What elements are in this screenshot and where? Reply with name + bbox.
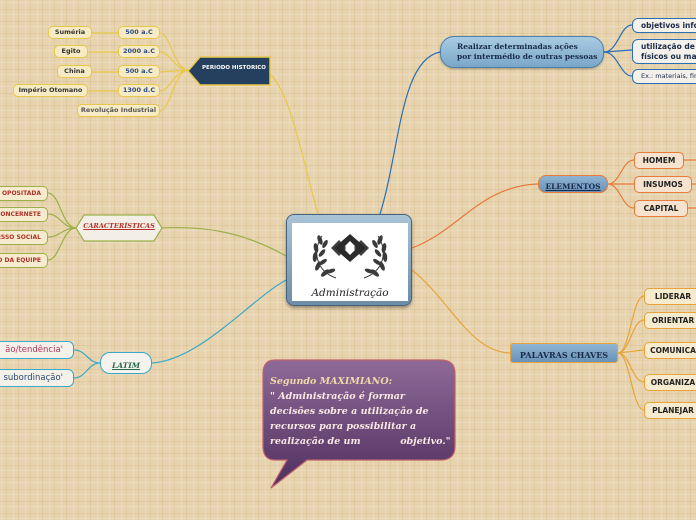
central-topic-label: Administração bbox=[311, 287, 389, 299]
realizar-item-text: físicos ou ma bbox=[641, 52, 696, 61]
palavras-item[interactable]: PLANEJAR bbox=[644, 402, 696, 419]
realizar-item[interactable]: objetivos infor bbox=[632, 18, 696, 33]
latim-item[interactable]: subordinação' bbox=[0, 369, 74, 387]
quote-text: Segundo MAXIMIANO: " Administração é for… bbox=[270, 374, 454, 449]
realizar-title-line: Realizar determinadas ações bbox=[457, 42, 578, 51]
administracao-logo-icon bbox=[312, 234, 388, 279]
palavras-item[interactable]: LIDERAR bbox=[644, 288, 696, 305]
palavras-item[interactable]: ORGANIZA bbox=[644, 374, 696, 391]
caracteristicas-item[interactable]: OPOSITADA bbox=[0, 186, 48, 201]
realizar-item-text: Ex.: materiais, fina bbox=[641, 72, 696, 80]
elementos-item[interactable]: INSUMOS bbox=[634, 176, 692, 193]
palavras-chaves-node[interactable]: PALAVRAS CHAVES bbox=[510, 343, 618, 363]
historico-date[interactable]: 500 a.C bbox=[118, 65, 160, 78]
quote-callout[interactable] bbox=[261, 358, 457, 492]
historico-place[interactable]: Suméria bbox=[48, 26, 92, 39]
historico-date[interactable]: 2000 a.C bbox=[118, 45, 160, 58]
palavras-item[interactable]: COMUNICA bbox=[644, 342, 696, 359]
central-topic-card: Administração bbox=[292, 223, 408, 301]
periodo-historico-label: PERÍODO HISTÓRICO bbox=[202, 65, 266, 71]
historico-date[interactable]: 1300 d.C bbox=[118, 84, 160, 97]
palavras-item[interactable]: ORIENTAR bbox=[644, 312, 696, 329]
latim-item[interactable]: ão/tendência' bbox=[0, 341, 74, 359]
realizar-node[interactable]: Realizar determinadas ações por interméd… bbox=[440, 36, 604, 68]
historico-place[interactable]: Império Otomano bbox=[13, 84, 88, 97]
quote-line: realização de um objetivo." bbox=[270, 436, 451, 447]
quote-line: decisões sobre a utilização de bbox=[270, 406, 429, 417]
elementos-node[interactable]: ELEMENTOS bbox=[538, 175, 608, 193]
latim-node[interactable]: LATIM bbox=[100, 352, 152, 374]
caracteristicas-node[interactable] bbox=[74, 213, 164, 243]
caracteristicas-item[interactable]: CONCERNETE bbox=[0, 207, 48, 222]
realizar-title-line: por intermédio de outras pessoas bbox=[457, 52, 598, 61]
caracteristicas-item[interactable]: O DA EQUIPE bbox=[0, 253, 48, 268]
quote-line: Segundo MAXIMIANO: bbox=[270, 376, 393, 387]
historico-extra[interactable]: Revolução Industrial bbox=[77, 104, 160, 117]
periodo-historico-node[interactable] bbox=[186, 54, 272, 88]
historico-place[interactable]: China bbox=[57, 65, 92, 78]
caracteristicas-label: CARACTERÍSTICAS bbox=[83, 222, 155, 230]
realizar-item[interactable]: Ex.: materiais, fina bbox=[632, 69, 696, 84]
central-topic[interactable]: Administração bbox=[286, 214, 412, 306]
quote-line: " Administração é formar bbox=[270, 391, 405, 402]
elementos-item[interactable]: HOMEM bbox=[634, 152, 684, 169]
realizar-item[interactable]: utilização de físicos ou ma bbox=[632, 39, 696, 64]
elementos-label: ELEMENTOS bbox=[545, 182, 601, 191]
latim-label: LATIM bbox=[111, 361, 141, 370]
realizar-item-text: utilização de bbox=[641, 42, 695, 51]
historico-date[interactable]: 500 a.C bbox=[118, 26, 160, 39]
caracteristicas-item[interactable]: ESSO SOCIAL bbox=[0, 230, 48, 245]
quote-line: recursos para possibilitar a bbox=[270, 421, 417, 432]
realizar-item-text: objetivos infor bbox=[641, 21, 696, 30]
historico-place[interactable]: Egito bbox=[54, 45, 88, 58]
elementos-item[interactable]: CAPITAL bbox=[634, 200, 688, 217]
palavras-chaves-label: PALAVRAS CHAVES bbox=[519, 350, 609, 360]
